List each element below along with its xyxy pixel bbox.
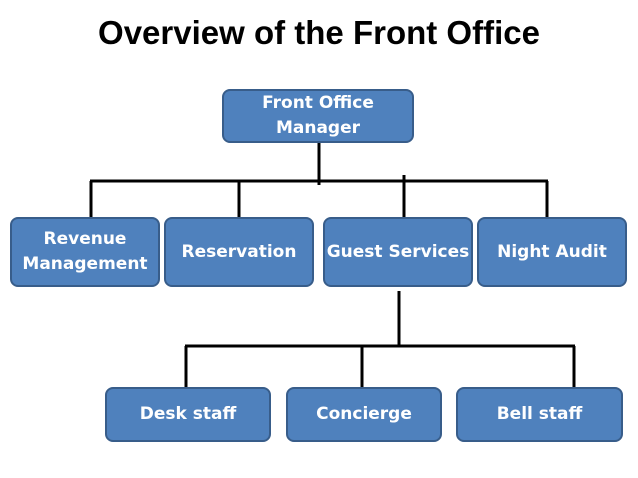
- night-audit-box: Night Audit: [477, 217, 627, 287]
- concierge-box: Concierge: [286, 387, 442, 442]
- root-label-line1: Front Office: [262, 93, 374, 114]
- desk-staff-box: Desk staff: [105, 387, 271, 442]
- concierge-label: Concierge: [316, 404, 412, 425]
- front-office-manager-box: Front Office Manager: [222, 89, 414, 143]
- revenue-label-line1: Revenue: [43, 229, 127, 250]
- bell-staff-label: Bell staff: [496, 404, 583, 425]
- reservation-label: Reservation: [181, 241, 297, 262]
- guest-services-box: Guest Services: [323, 217, 473, 287]
- desk-staff-label: Desk staff: [139, 404, 237, 425]
- bell-staff-box: Bell staff: [456, 387, 623, 442]
- revenue-management-box: Revenue Management: [10, 217, 160, 287]
- root-label-line2: Manager: [275, 118, 361, 138]
- night-audit-label: Night Audit: [497, 241, 607, 262]
- revenue-label-line2: Management: [22, 254, 148, 274]
- reservation-box: Reservation: [164, 217, 314, 287]
- page-title: Overview of the Front Office: [98, 14, 540, 51]
- guest-services-label: Guest Services: [326, 241, 470, 262]
